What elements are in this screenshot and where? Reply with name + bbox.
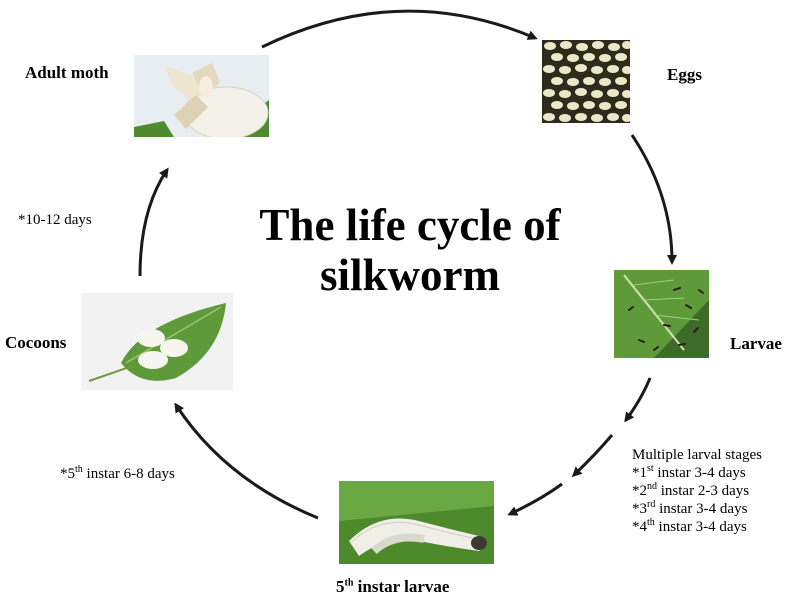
- label-eggs: Eggs: [667, 65, 702, 84]
- label-cocoons: Cocoons: [5, 333, 67, 352]
- title-line-2: silkworm: [320, 250, 500, 300]
- cocoons-photo: [81, 293, 233, 390]
- arrow-fifth-to-cocoons: [174, 402, 319, 520]
- fifth-instar-photo: [339, 481, 494, 564]
- arrow-larvae-to-fifth-dash3: [507, 482, 563, 516]
- adult-moth-photo: [134, 55, 269, 137]
- note-adult-days: *10-12 days: [18, 212, 92, 228]
- label-fifth-instar: 5th instar larvae: [336, 577, 450, 596]
- note-fifth-instar-days: *5th instar 6-8 days: [60, 464, 175, 483]
- larval-stage-1: *1st instar 3-4 days: [632, 463, 746, 482]
- arrow-larvae-to-fifth-dash1: [624, 377, 652, 423]
- arrow-moth-to-eggs: [261, 9, 538, 49]
- arrow-eggs-to-larvae: [630, 134, 677, 265]
- diagram-title: The life cycle of silkworm: [190, 200, 630, 300]
- larval-stages-list: Multiple larval stages *1st instar 3-4 d…: [632, 446, 762, 536]
- larval-stage-2: *2nd instar 2-3 days: [632, 481, 750, 500]
- larval-stages-heading: Multiple larval stages: [632, 447, 762, 463]
- label-larvae: Larvae: [730, 334, 782, 353]
- title-line-1: The life cycle of: [259, 200, 561, 250]
- label-adult-moth: Adult moth: [25, 63, 109, 82]
- larvae-photo: [614, 270, 709, 358]
- arrow-cocoons-to-moth: [138, 167, 169, 277]
- larval-stage-3: *3rd instar 3-4 days: [632, 499, 748, 518]
- arrow-larvae-to-fifth-dash2: [571, 434, 614, 478]
- larval-stage-4: *4th instar 3-4 days: [632, 517, 747, 536]
- eggs-photo: [542, 40, 630, 123]
